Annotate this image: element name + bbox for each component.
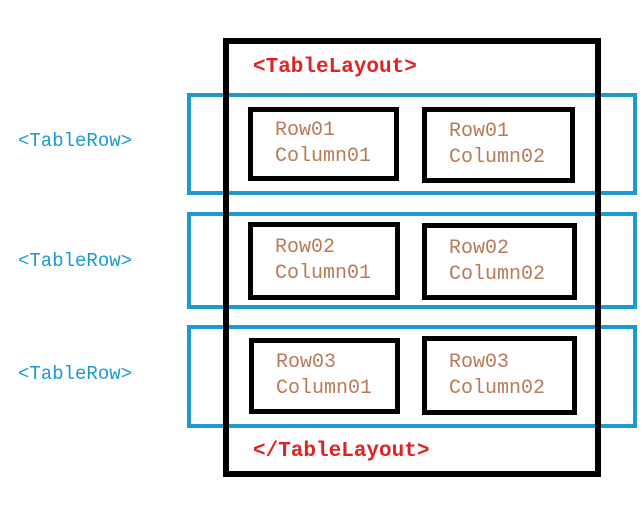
table-cell-r2c2: Row02 Column02	[422, 223, 577, 300]
cell-line1: Row01	[449, 120, 510, 143]
tablelayout-close-tag: </TableLayout>	[253, 440, 430, 463]
tablerow-box-1	[187, 93, 637, 195]
table-cell-r2c1: Row02 Column01	[248, 222, 400, 300]
cell-line1: Row02	[449, 236, 510, 260]
table-cell-r1c2: Row01 Column02	[422, 107, 575, 183]
tablerow-box-3	[187, 325, 637, 428]
tablerow-box-2	[187, 212, 637, 309]
table-cell-r1c1: Row01 Column01	[248, 107, 399, 181]
cell-line1: Row02	[275, 236, 336, 259]
tablerow-label-2: <TableRow>	[18, 250, 133, 272]
cell-line2: Column01	[276, 377, 373, 400]
tablerow-label-3: <TableRow>	[18, 363, 133, 385]
cell-line1: Row03	[276, 351, 337, 374]
tablelayout-box: <TableLayout> </TableLayout>	[223, 38, 601, 477]
cell-line1: Row01	[275, 119, 336, 142]
tablelayout-open-tag: <TableLayout>	[253, 56, 417, 79]
cell-line2: Column02	[449, 262, 546, 286]
table-cell-r3c2: Row03 Column02	[422, 336, 577, 415]
cell-line2: Column01	[275, 145, 372, 168]
cell-line2: Column02	[449, 376, 546, 400]
cell-line2: Column01	[275, 262, 372, 285]
table-cell-r3c1: Row03 Column01	[249, 338, 400, 414]
cell-line1: Row03	[449, 350, 510, 374]
tablerow-label-1: <TableRow>	[18, 130, 133, 152]
cell-line2: Column02	[449, 146, 546, 169]
